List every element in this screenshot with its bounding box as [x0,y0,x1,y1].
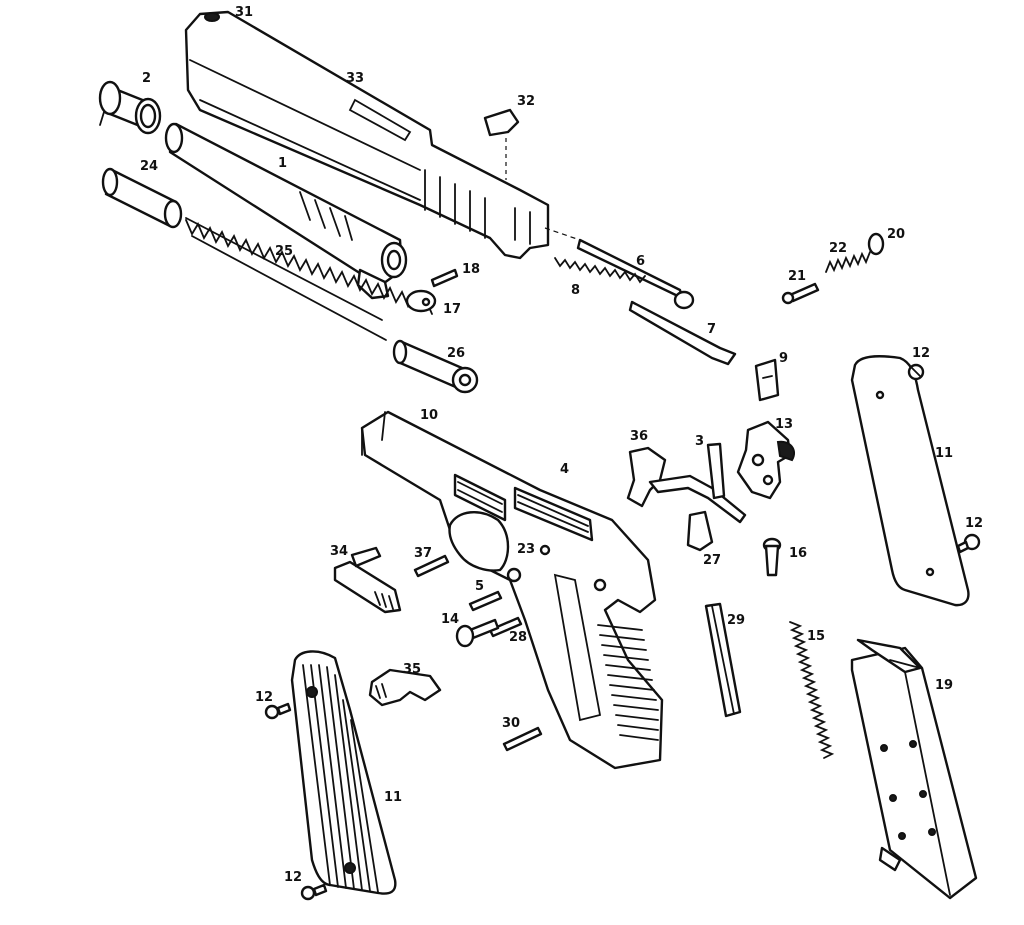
label-9: 9 [779,351,788,366]
label-7: 7 [707,322,716,337]
part-link [405,289,437,313]
part-safety [333,546,402,614]
label-25: 25 [275,244,293,259]
label-13: 13 [775,417,793,432]
part-pin-14 [455,618,500,648]
label-30: 30 [502,716,520,731]
label-35: 35 [403,662,421,677]
part-spring-22 [825,251,871,273]
part-screw-12d [300,883,328,901]
part-firing-pin [544,227,695,310]
part-pin-30 [502,726,543,752]
label-8: 8 [571,283,580,298]
part-barrel [164,122,408,300]
part-screw-12c [264,702,292,720]
part-sear [754,358,780,402]
part-disconnector [686,510,714,552]
label-17: 17 [443,302,461,317]
part-spring-guide [392,339,479,394]
label-29: 29 [727,613,745,628]
label-12b: 12 [965,516,983,531]
label-3: 3 [695,434,704,449]
label-22: 22 [829,241,847,256]
label-34: 34 [330,544,348,559]
label-12c: 12 [255,690,273,705]
label-37: 37 [414,546,432,561]
label-5: 5 [475,579,484,594]
label-19: 19 [935,678,953,693]
part-grip-left [290,650,397,895]
label-27: 27 [703,553,721,568]
part-firing-pin-spring [554,257,646,284]
label-33: 33 [346,71,364,86]
label-12d: 12 [284,870,302,885]
part-barrel-bushing [98,80,162,135]
label-6: 6 [636,254,645,269]
label-24: 24 [140,159,158,174]
label-11b: 11 [384,790,402,805]
part-hammer [626,446,747,524]
part-pin-37 [413,554,450,578]
part-magazine [850,638,978,900]
part-strut [706,442,726,500]
part-pin-5 [468,590,503,612]
label-26: 26 [447,346,465,361]
part-screw-12a [907,363,925,381]
part-frame [360,410,664,770]
part-pin-16 [762,537,782,577]
part-mainspring-housing [704,602,742,718]
part-grip-right [850,355,970,607]
label-36: 36 [630,429,648,444]
label-16: 16 [789,546,807,561]
label-10: 10 [420,408,438,423]
part-slide [184,10,550,260]
part-pin-28 [488,616,523,638]
label-11a: 11 [935,446,953,461]
part-pin-21 [781,282,820,305]
part-mainspring [789,621,835,759]
part-link-pin [430,268,459,288]
label-4: 4 [560,462,569,477]
part-screw-12b [956,533,981,554]
label-1: 1 [278,156,287,171]
part-extractor [628,300,737,366]
label-14: 14 [441,612,459,627]
part-plunger-20 [867,232,885,256]
label-15: 15 [807,629,825,644]
label-2: 2 [142,71,151,86]
label-32: 32 [517,94,535,109]
label-20: 20 [887,227,905,242]
part-slide-stop [368,668,442,707]
part-hammer-13 [736,420,796,500]
label-18: 18 [462,262,480,277]
label-23: 23 [517,542,535,557]
label-28: 28 [509,630,527,645]
label-12a: 12 [912,346,930,361]
part-recoil-spring [185,217,433,341]
label-21: 21 [788,269,806,284]
label-31: 31 [235,5,253,20]
part-plug [101,167,183,229]
part-rear-sight [483,108,520,180]
